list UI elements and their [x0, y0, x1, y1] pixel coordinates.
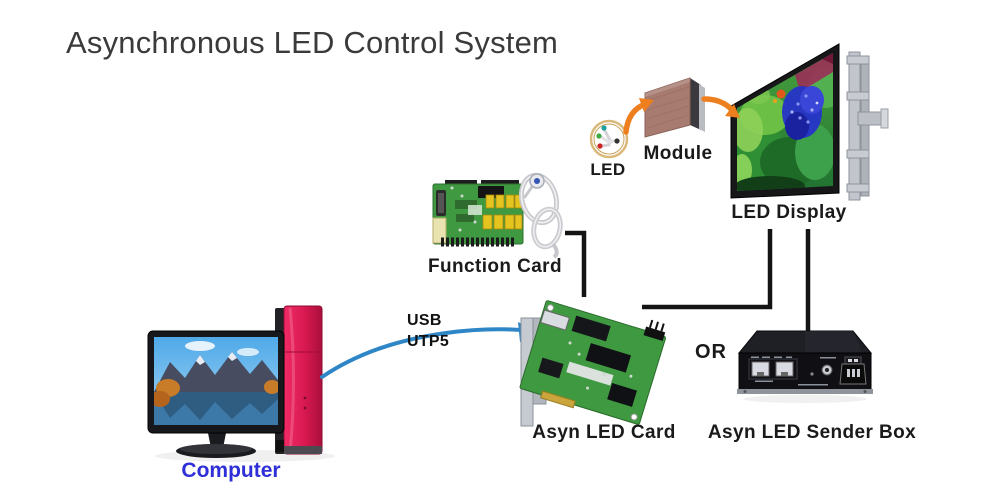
- led-label: LED: [590, 160, 626, 179]
- led-display-illustration: [730, 43, 840, 199]
- computer-label: Computer: [181, 459, 281, 482]
- module-illustration: [644, 77, 705, 138]
- page-title: Asynchronous LED Control System: [66, 25, 559, 60]
- led-display-screen: [737, 53, 833, 191]
- usb-label: USB: [407, 312, 442, 329]
- monitor: [147, 330, 285, 458]
- display-connector-lines: [642, 229, 811, 331]
- utp5-label: UTP5: [407, 333, 450, 350]
- line-display-to-card: [642, 229, 773, 310]
- or-label: OR: [695, 341, 727, 363]
- arrow-led-to-module-icon: [623, 98, 654, 135]
- asyn-led-sender-box-label: Asyn LED Sender Box: [707, 422, 917, 443]
- computer-illustration: [147, 305, 335, 462]
- led-lamp-illustration: [589, 119, 629, 159]
- monitor-screen: [154, 337, 278, 425]
- display-mounting-frame: [846, 51, 889, 201]
- led-display-label: LED Display: [731, 202, 847, 223]
- function-card-label: Function Card: [428, 256, 562, 277]
- usb-cable-illustration: [518, 172, 563, 259]
- asyn-led-card-label: Asyn LED Card: [532, 422, 676, 443]
- module-label: Module: [643, 143, 713, 164]
- arrow-module-to-display-icon: [701, 96, 740, 118]
- line-function-card-to-card: [565, 230, 587, 297]
- asyn-led-sender-box-illustration: [737, 330, 873, 403]
- asyn-led-card-illustration: [519, 300, 667, 427]
- flow-arrows: [623, 96, 740, 135]
- function-card-illustration: [432, 180, 524, 247]
